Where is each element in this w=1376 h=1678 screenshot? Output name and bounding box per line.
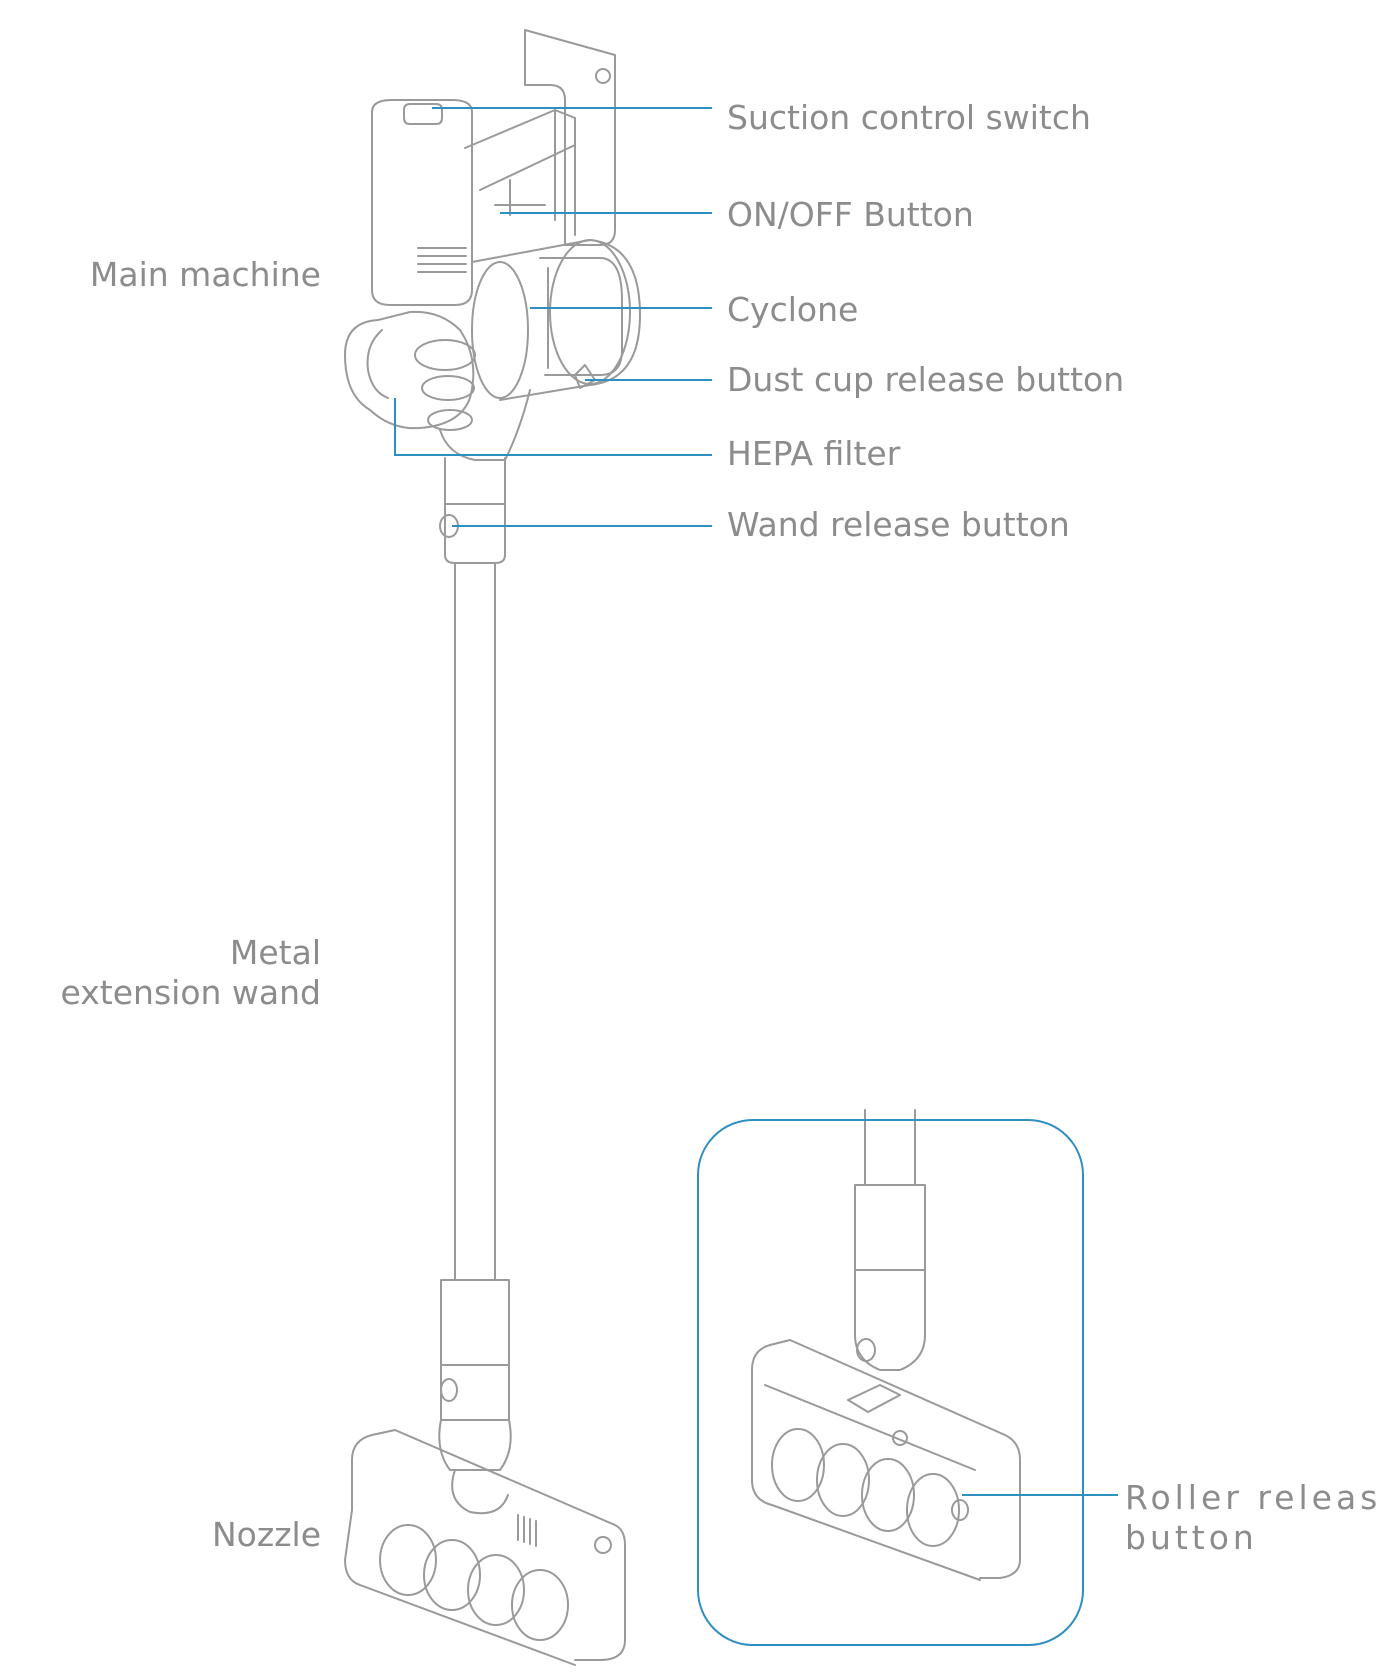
- label-main-machine: Main machine: [89, 255, 321, 294]
- leader-hepa: [394, 398, 712, 456]
- label-dust-cup-release: Dust cup release button: [727, 360, 1125, 399]
- label-suction-switch: Suction control switch: [727, 98, 1091, 137]
- wand-illustration: [438, 457, 512, 1515]
- label-metal-wand-line2: extension wand: [60, 973, 321, 1012]
- nozzle-vent: [517, 1514, 537, 1547]
- inset-nozzle-illustration: [751, 1109, 1021, 1581]
- label-roller-release-line2: button: [1125, 1518, 1258, 1557]
- label-cyclone: Cyclone: [727, 290, 859, 329]
- label-wand-release: Wand release button: [727, 505, 1070, 544]
- nozzle-illustration: [344, 1429, 626, 1666]
- main-machine-illustration: [344, 29, 641, 461]
- label-on-off-button: ON/OFF Button: [727, 195, 974, 234]
- vent-grill: [417, 247, 467, 273]
- label-roller-release-line1: Roller release: [1125, 1478, 1376, 1517]
- label-hepa-filter: HEPA filter: [727, 434, 901, 473]
- label-metal-wand-line1: Metal: [229, 933, 321, 972]
- inset-frame: [697, 1119, 1084, 1646]
- label-nozzle: Nozzle: [212, 1515, 321, 1554]
